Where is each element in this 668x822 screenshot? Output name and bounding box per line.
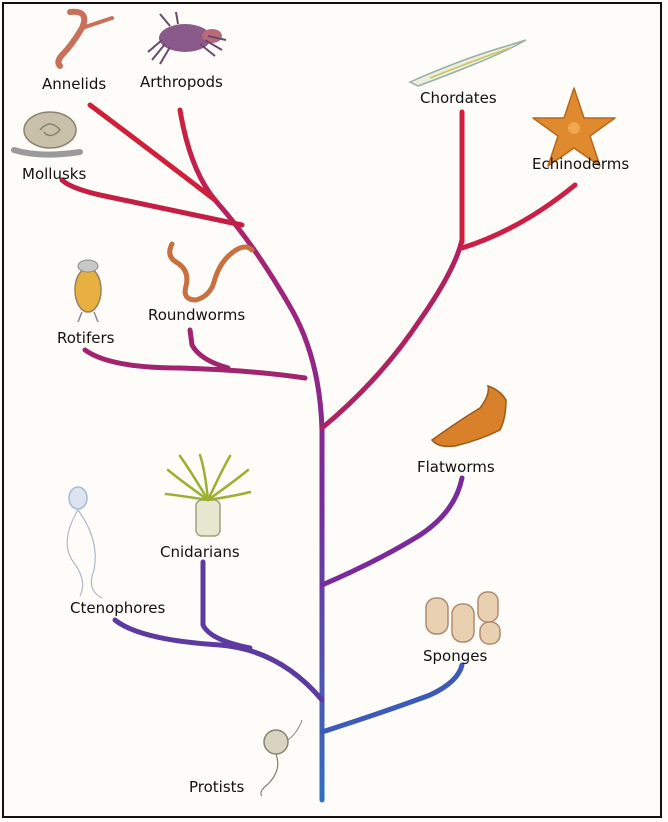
label-chordates: Chordates xyxy=(420,91,497,106)
lancelet-illustration xyxy=(410,40,526,86)
label-protists: Protists xyxy=(189,780,244,795)
ctenophores-branch xyxy=(115,620,322,700)
label-arthropods: Arthropods xyxy=(140,75,223,90)
label-ctenophores: Ctenophores xyxy=(70,601,165,616)
cnidarians-branch xyxy=(203,562,250,648)
label-mollusks: Mollusks xyxy=(22,167,86,182)
roundworm-illustration xyxy=(170,244,252,300)
sea-anemone-illustration xyxy=(166,455,250,536)
roundworms-branch xyxy=(190,330,228,368)
sponges-illustration xyxy=(426,592,500,644)
label-sponges: Sponges xyxy=(423,649,487,664)
annelids-branch xyxy=(90,105,215,200)
snail-illustration xyxy=(14,112,80,155)
echinoderms-branch xyxy=(462,185,575,248)
crab-illustration xyxy=(148,12,226,64)
flatworms-branch xyxy=(322,478,462,585)
sponges-branch xyxy=(322,665,462,732)
label-annelids: Annelids xyxy=(42,77,106,92)
label-cnidarians: Cnidarians xyxy=(160,545,240,560)
rotifers-branch xyxy=(85,350,305,378)
label-echinoderms: Echinoderms xyxy=(532,157,629,172)
label-flatworms: Flatworms xyxy=(417,460,495,475)
annelid-worm-illustration xyxy=(58,12,112,66)
label-rotifers: Rotifers xyxy=(57,331,114,346)
protist-illustration xyxy=(261,720,302,796)
rotifer-illustration xyxy=(75,260,101,322)
ctenophore-illustration xyxy=(67,487,102,598)
flatworm-illustration xyxy=(432,386,506,446)
deuterostome-branch xyxy=(322,240,462,428)
label-roundworms: Roundworms xyxy=(148,308,245,323)
